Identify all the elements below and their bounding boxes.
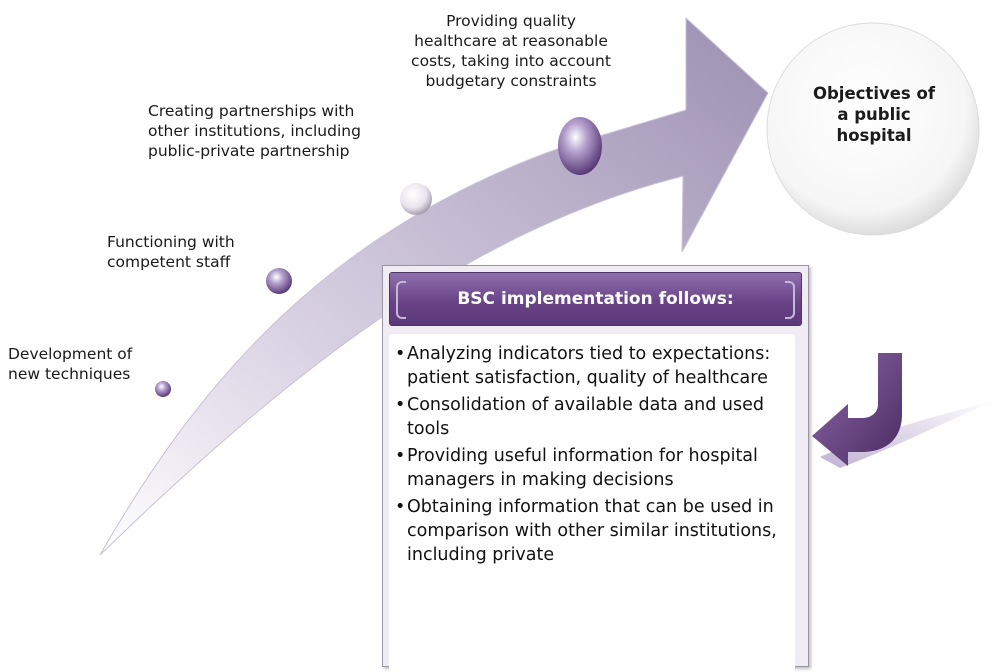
step-label-staff: Functioning with competent staff <box>107 232 235 272</box>
step-label-line: other institutions, including <box>148 122 361 140</box>
step-label-partnerships: Creating partnerships with other institu… <box>148 101 361 161</box>
step-label-quality: Providing quality healthcare at reasonab… <box>401 11 621 91</box>
bsc-header: BSC implementation follows: <box>389 272 802 326</box>
objective-line: a public <box>837 105 911 124</box>
milestone-orb-1 <box>155 381 171 397</box>
bsc-item: Analyzing indicators tied to expectation… <box>395 342 795 390</box>
step-label-line: budgetary constraints <box>425 72 597 90</box>
step-label-line: Providing quality <box>446 12 576 30</box>
step-label-line: healthcare at reasonable <box>414 32 608 50</box>
step-label-development: Development of new techniques <box>8 344 132 384</box>
step-label-line: Creating partnerships with <box>148 102 355 120</box>
bsc-item: Providing useful information for hospita… <box>395 444 795 492</box>
bracket-left-decoration <box>396 281 406 319</box>
bracket-right-decoration <box>785 281 795 319</box>
step-label-line: new techniques <box>8 365 131 383</box>
step-label-line: Functioning with <box>107 233 235 251</box>
bsc-list: Analyzing indicators tied to expectation… <box>389 334 795 672</box>
bsc-title: BSC implementation follows: <box>457 289 734 309</box>
diagram-canvas <box>99 16 996 556</box>
step-label-line: public-private partnership <box>148 142 350 160</box>
objective-circle <box>766 22 980 236</box>
step-label-line: costs, taking into account <box>411 52 611 70</box>
objective-line: Objectives of <box>812 84 936 103</box>
milestone-orb-2 <box>266 268 292 294</box>
bsc-panel: BSC implementation follows: Analyzing in… <box>382 265 809 672</box>
objective-title: Objectives of a public hospital <box>781 83 967 146</box>
milestone-orb-4 <box>558 117 602 175</box>
objective-line: hospital <box>836 126 912 145</box>
curved-arrow-icon <box>812 353 902 466</box>
milestone-orb-3 <box>400 183 432 215</box>
bsc-item: Obtaining information that can be used i… <box>395 495 795 567</box>
bsc-item: Consolidation of available data and used… <box>395 393 795 441</box>
step-label-line: Development of <box>8 345 133 363</box>
step-label-line: competent staff <box>107 253 231 271</box>
